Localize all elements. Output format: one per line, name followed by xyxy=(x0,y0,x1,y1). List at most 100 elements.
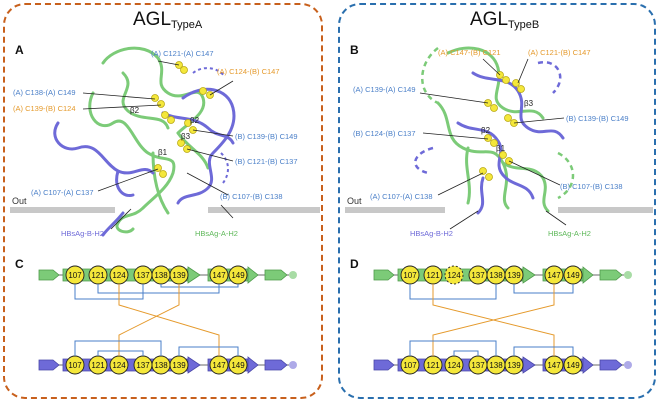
letter-d: D xyxy=(350,257,359,271)
helix-segment-2 xyxy=(599,359,623,371)
cysteine-number: 139 xyxy=(172,271,186,280)
label-a139-a149: (A) C139-(A) C149 xyxy=(353,85,416,94)
label-a121-b147: (A) C121-(B) C147 xyxy=(528,48,591,57)
terminus-dot xyxy=(289,271,297,279)
disulfide-bonds xyxy=(479,71,525,181)
label-a124-b147: (A) C124-(B) C147 xyxy=(217,67,280,76)
label-a107-a137: (A) C107-(A) C137 xyxy=(31,188,94,197)
cysteine-number: 107 xyxy=(68,361,82,370)
intra-bond xyxy=(97,350,144,356)
cysteine-number: 139 xyxy=(172,361,186,370)
cysteine-number: 138 xyxy=(489,271,503,280)
strand-b3: β3 xyxy=(524,99,534,108)
label-a139-b124: (A) C139-(B) C124 xyxy=(13,104,76,113)
leader-lines xyxy=(82,60,234,230)
label-a147-b121: (A) C147-(B) C121 xyxy=(438,48,501,57)
membrane-right xyxy=(208,207,320,213)
label-hbsag-b-h2: HBsAg-B-H2 xyxy=(61,229,104,238)
letter-b: B xyxy=(350,43,359,57)
label-b107-b138: (B) C107-(B) C138 xyxy=(220,192,283,201)
cysteine-number: 147 xyxy=(547,271,561,280)
helix-segment-2 xyxy=(599,269,623,281)
membrane-left xyxy=(345,207,445,213)
label-hbsag-a-h2: HBsAg-A-H2 xyxy=(195,229,238,238)
panel-type-b: AGLTypeB B D Out xyxy=(338,3,656,399)
cysteine-number: 149 xyxy=(566,361,580,370)
panel-type-a: AGLTypeA A C Out xyxy=(3,3,323,399)
label-b121-b137: (B) C121-(B) C137 xyxy=(235,157,298,166)
green-chain xyxy=(436,46,550,213)
intra-bond xyxy=(513,346,574,356)
letter-c: C xyxy=(15,257,24,271)
strand-b2: β2 xyxy=(130,106,140,115)
letter-a: A xyxy=(15,43,24,57)
strand-arrow-2 xyxy=(247,356,259,374)
cysteine-number: 121 xyxy=(426,361,440,370)
strand-b1: β1 xyxy=(158,148,168,157)
helix-segment-2 xyxy=(264,359,288,371)
helix-segment xyxy=(373,359,395,371)
cysteine-number: 121 xyxy=(91,361,105,370)
out-label: Out xyxy=(12,196,27,206)
helix-segment xyxy=(38,269,60,281)
strand-arrow-2 xyxy=(582,356,594,374)
label-b139-b149: (B) C139-(B) C149 xyxy=(235,132,298,141)
disordered-loop xyxy=(192,67,226,78)
cysteine-number: 149 xyxy=(231,271,245,280)
cysteine-number: 137 xyxy=(471,271,485,280)
strand-arrow xyxy=(522,356,536,374)
helix-segment-2 xyxy=(264,269,288,281)
label-hbsag-b-h2: HBsAg-B-H2 xyxy=(410,229,453,238)
cysteine-number: 124 xyxy=(447,361,461,370)
strand-b3: β3 xyxy=(181,132,191,141)
label-a107-a138: (A) C107-(A) C138 xyxy=(370,192,433,201)
cysteine-number: 137 xyxy=(136,361,150,370)
dashed-loops xyxy=(414,47,575,200)
terminus-dot xyxy=(624,271,632,279)
cysteine-number: 107 xyxy=(403,271,417,280)
strand-arrow xyxy=(187,266,201,284)
cysteine-number: 137 xyxy=(471,361,485,370)
inter-bond xyxy=(118,284,220,356)
strand-arrow-2 xyxy=(582,266,594,284)
cysteine-number: 139 xyxy=(507,361,521,370)
intra-bond xyxy=(453,350,479,356)
label-b139-b149: (B) C139-(B) C149 xyxy=(566,114,629,123)
label-a138-a149: (A) C138-(A) C149 xyxy=(13,88,76,97)
label-b124-b137: (B) C124-(B) C137 xyxy=(353,129,416,138)
strand-b2-second: β2 xyxy=(190,116,200,125)
strand-arrow xyxy=(522,266,536,284)
cysteine-circle xyxy=(444,265,464,285)
panel-a-graphic: Out β2 xyxy=(10,46,320,375)
cysteine-number: 147 xyxy=(547,361,561,370)
terminus-dot xyxy=(624,361,632,369)
membrane-right xyxy=(558,207,653,213)
green-chain xyxy=(88,46,210,234)
cysteine-number: 124 xyxy=(447,271,461,280)
strand-arrow-2 xyxy=(247,266,259,284)
cysteine-number: 107 xyxy=(403,361,417,370)
cysteine-number: 138 xyxy=(154,271,168,280)
intra-bond xyxy=(160,284,239,288)
cysteine-number: 138 xyxy=(489,361,503,370)
cysteine-number: 107 xyxy=(68,271,82,280)
cysteine-number: 147 xyxy=(212,361,226,370)
cysteine-number: 124 xyxy=(112,361,126,370)
intra-bond xyxy=(409,284,497,300)
cysteine-number: 124 xyxy=(112,271,126,280)
label-hbsag-a-h2: HBsAg-A-H2 xyxy=(548,229,591,238)
intra-bond xyxy=(178,346,239,356)
cysteine-number: 121 xyxy=(426,271,440,280)
label-b107-b138: (B) C107-(B) C138 xyxy=(560,182,623,191)
intra-bond xyxy=(513,284,574,294)
purple-chain xyxy=(456,71,565,215)
cysteine-number: 149 xyxy=(566,271,580,280)
cysteine-number: 139 xyxy=(507,271,521,280)
cysteine-number: 138 xyxy=(154,361,168,370)
inter-bond xyxy=(432,284,555,356)
leader-lines xyxy=(419,58,567,230)
panel-b-graphic: Out β2 β3 β1 xyxy=(345,46,653,375)
intra-bond xyxy=(97,284,220,294)
strand-b1: β1 xyxy=(496,144,506,153)
